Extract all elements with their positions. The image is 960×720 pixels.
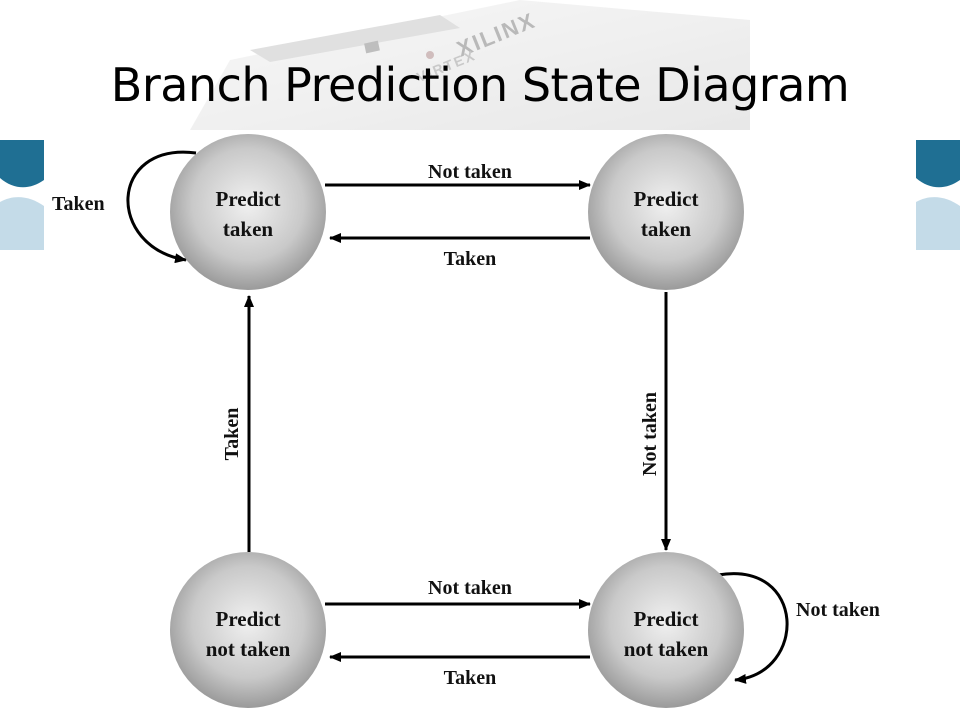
state-s2-circle	[588, 134, 744, 290]
state-s3-line1: Predict	[216, 607, 281, 631]
edge-label-s4-self: Not taken	[796, 599, 880, 621]
state-s4-line2: not taken	[624, 637, 709, 661]
state-s3-circle	[170, 552, 326, 708]
edge-label-s3-to-s4: Not taken	[428, 577, 512, 599]
edge-s1-self	[126, 150, 197, 264]
state-s1-line2: taken	[223, 217, 273, 241]
state-s2: Predict taken	[588, 134, 744, 290]
right-decorative-band	[916, 140, 960, 250]
edge-s4-self	[717, 572, 789, 684]
edge-label-s2-to-s4: Not taken	[639, 392, 661, 476]
edge-label-s4-to-s3: Taken	[444, 667, 497, 689]
transitions	[126, 150, 789, 684]
state-s2-line2: taken	[641, 217, 691, 241]
state-s1-circle	[170, 134, 326, 290]
edge-label-s3-to-s1: Taken	[221, 408, 243, 461]
state-s4-circle	[588, 552, 744, 708]
state-s2-line1: Predict	[634, 187, 699, 211]
state-s3-line2: not taken	[206, 637, 291, 661]
state-s4-line1: Predict	[634, 607, 699, 631]
slide-title: Branch Prediction State Diagram	[110, 58, 850, 112]
left-decorative-band	[0, 140, 44, 250]
state-s4: Predict not taken	[588, 552, 744, 708]
state-s3: Predict not taken	[170, 552, 326, 708]
edge-label-s1-to-s2: Not taken	[428, 161, 512, 183]
state-s1-line1: Predict	[216, 187, 281, 211]
edge-label-s1-self: Taken	[52, 193, 105, 215]
chip-photo-watermark	[190, 0, 750, 130]
state-s1: Predict taken	[170, 134, 326, 290]
edge-label-s2-to-s1: Taken	[444, 248, 497, 270]
